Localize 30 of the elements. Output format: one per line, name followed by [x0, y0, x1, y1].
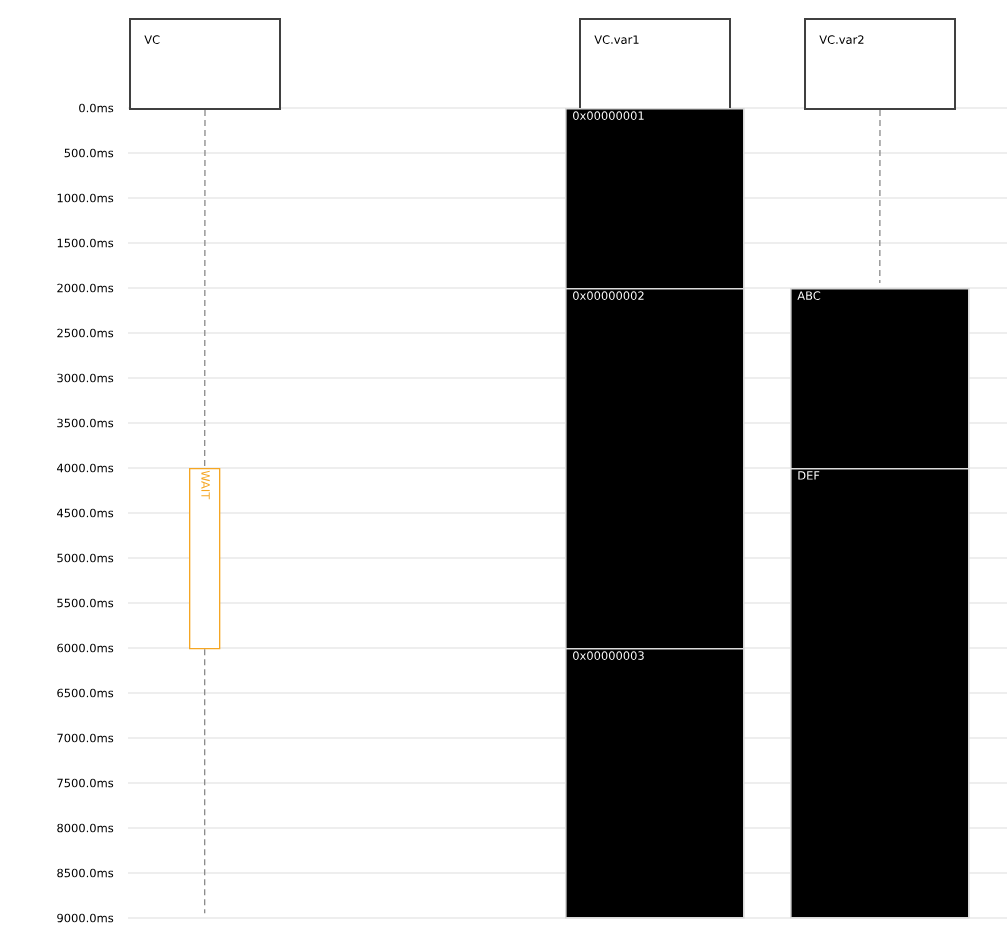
tick-label: 1500.0ms [57, 238, 114, 248]
value-bar: 0x00000001 [565, 108, 745, 290]
tick-label: 5000.0ms [57, 553, 114, 563]
lifeline-header-box: VC.var1 [579, 18, 731, 110]
tick-label: 8500.0ms [57, 868, 114, 878]
tick-label: 8000.0ms [57, 823, 114, 833]
tick-label: 4500.0ms [57, 508, 114, 518]
tick-label: 1000.0ms [57, 193, 114, 203]
wait-box: WAIT [189, 468, 221, 650]
lifeline-header-box: VC [129, 18, 281, 110]
tick-label: 5500.0ms [57, 598, 114, 608]
lifeline [204, 648, 206, 914]
tick-label: 0.0ms [79, 103, 114, 113]
tick-label: 2500.0ms [57, 328, 114, 338]
tick-label: 9000.0ms [57, 913, 114, 923]
value-bar: ABC [790, 288, 970, 470]
lifeline [204, 109, 206, 469]
tick-label: 7000.0ms [57, 733, 114, 743]
lifeline [879, 109, 881, 284]
tick-label: 7500.0ms [57, 778, 114, 788]
tick-label: 4000.0ms [57, 463, 114, 473]
tick-label: 2000.0ms [57, 283, 114, 293]
value-bar: 0x00000002 [565, 288, 745, 650]
tick-label: 3000.0ms [57, 373, 114, 383]
lifeline-header-box: VC.var2 [804, 18, 956, 110]
tick-label: 3500.0ms [57, 418, 114, 428]
tick-label: 500.0ms [64, 148, 114, 158]
tick-label: 6500.0ms [57, 688, 114, 698]
tick-label: 6000.0ms [57, 643, 114, 653]
value-bar: 0x00000003 [565, 648, 745, 919]
